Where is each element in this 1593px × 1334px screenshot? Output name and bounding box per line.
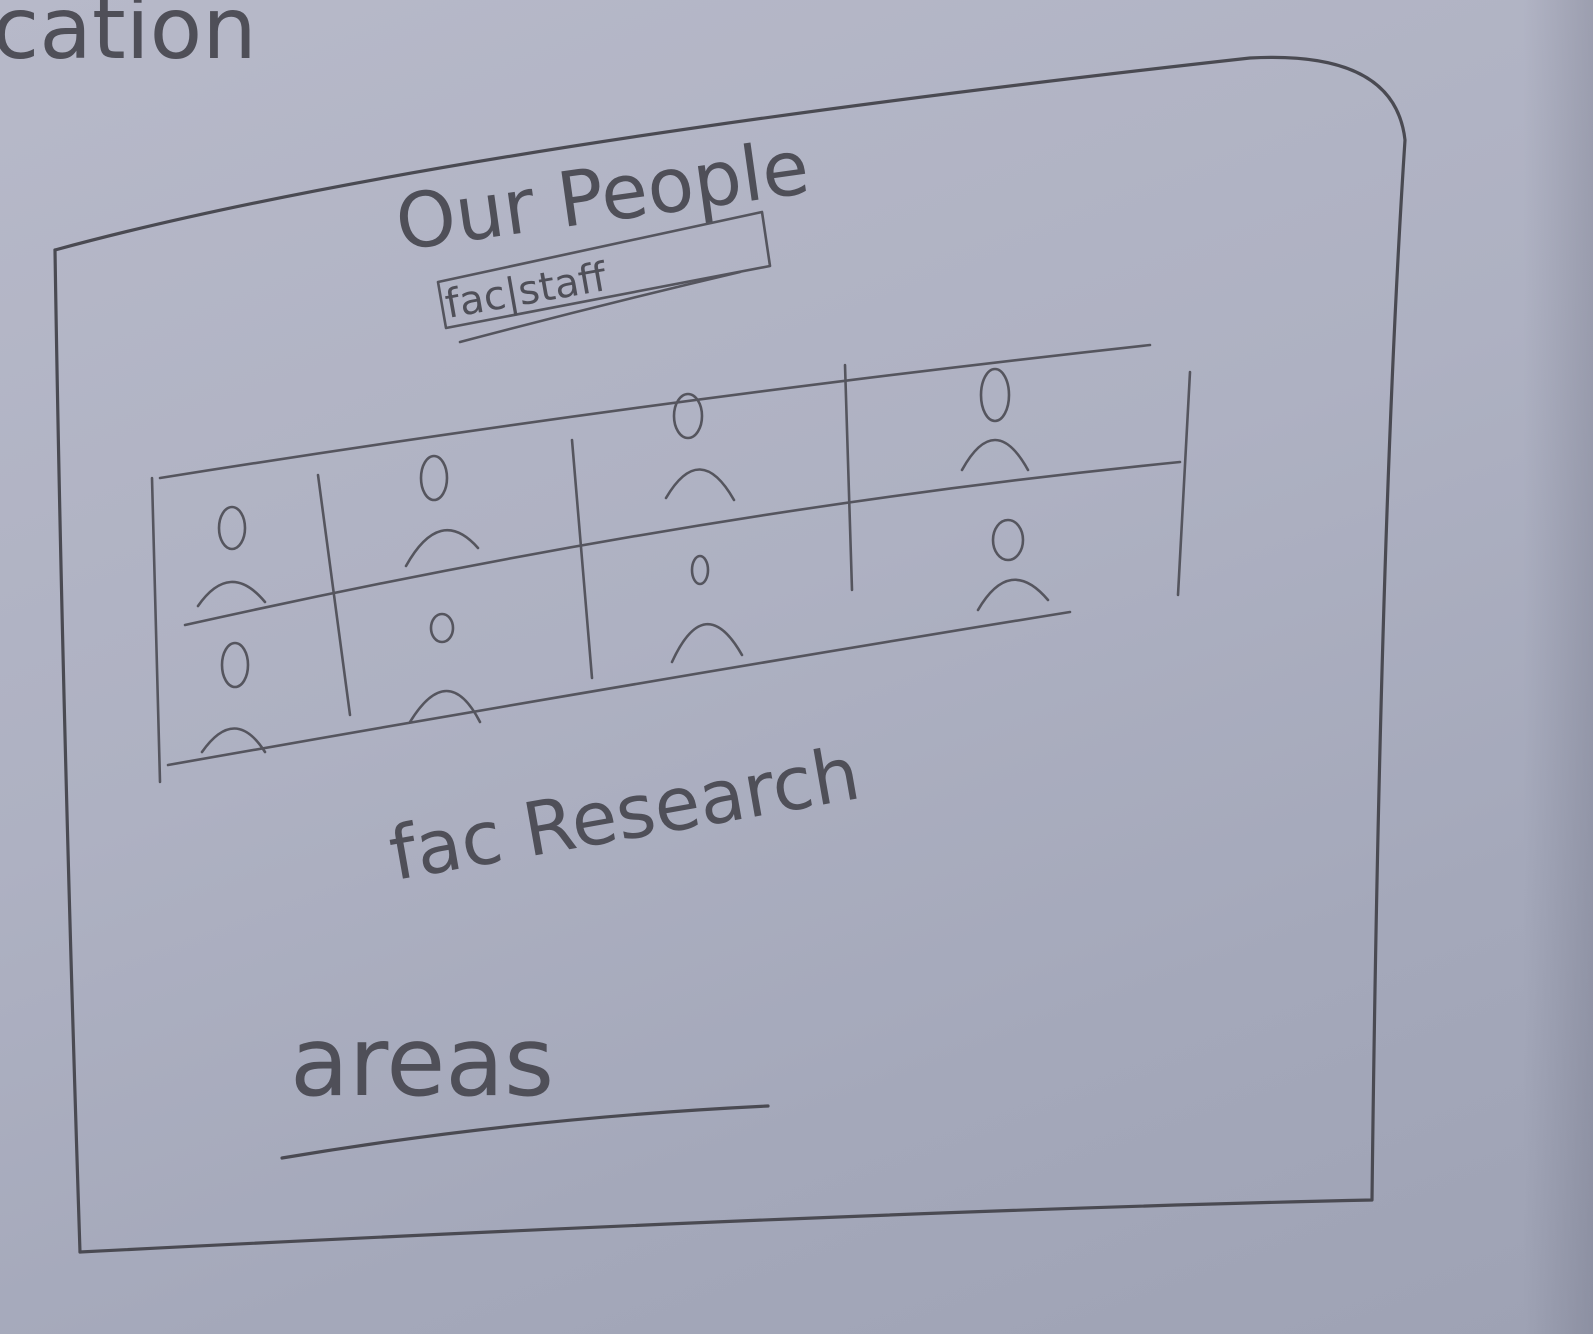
person-icon[interactable] xyxy=(960,367,1030,472)
people-grid xyxy=(150,343,1192,784)
person-icon[interactable] xyxy=(976,518,1050,612)
section-heading: fac Research xyxy=(383,731,866,898)
toggle-label: fac|staff xyxy=(442,254,612,328)
areas-link[interactable]: areas xyxy=(280,1006,770,1160)
person-icon[interactable] xyxy=(404,454,480,568)
page-frame xyxy=(53,55,1407,1254)
paper-edge-shadow xyxy=(1523,0,1593,1334)
areas-link-underline xyxy=(280,1104,770,1160)
person-icon[interactable] xyxy=(408,612,482,724)
corner-text: cation xyxy=(0,0,257,79)
toggle-underline xyxy=(458,270,742,344)
person-icon[interactable] xyxy=(200,641,267,754)
areas-link-label: areas xyxy=(290,1006,554,1118)
person-icon[interactable] xyxy=(664,392,736,502)
person-icon[interactable] xyxy=(196,505,267,608)
person-icon[interactable] xyxy=(670,554,744,664)
